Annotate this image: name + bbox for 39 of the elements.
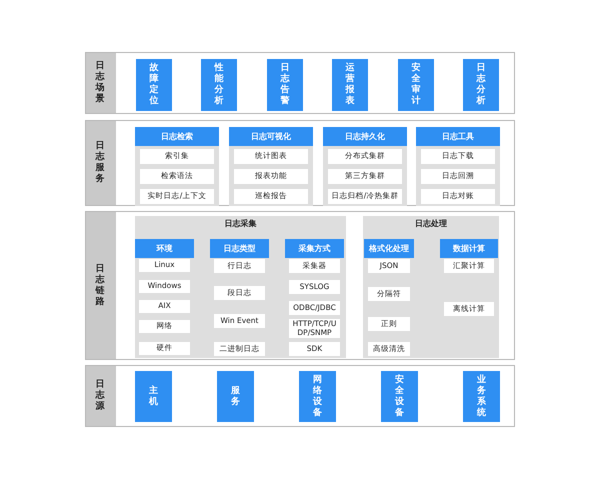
column-panel [416,127,500,206]
layer-label: 日志场景 [95,61,105,105]
layer-band [85,52,515,114]
column-header: 采集方式 [285,239,344,258]
column-panel [364,239,414,358]
scenario-box: 日志分析 [463,59,499,111]
column-panel [135,127,219,206]
column-panel [135,239,194,358]
column-header: 日志可视化 [229,127,313,146]
scenario-box: 安全设备 [381,371,418,422]
layer-label: 日志服务 [95,141,105,185]
layer-label: 日志源 [95,380,105,412]
scenario-box: 网络设备 [299,371,336,422]
column-header: 格式化处理 [364,239,414,258]
column-panel [229,127,313,206]
group-panel [363,216,499,358]
scenario-box: 主机 [135,371,172,422]
column-header: 日志类型 [210,239,269,258]
column-panel [285,239,344,358]
group-panel [135,216,346,358]
column-header: 环境 [135,239,194,258]
layer-band [85,120,515,206]
column-panel [323,127,407,206]
column-header: 数据计算 [440,239,498,258]
layer-band [85,365,515,427]
column-header: 日志持久化 [323,127,407,146]
scenario-box: 服务 [217,371,254,422]
group-title: 日志处理 [414,218,448,229]
column-header: 日志工具 [416,127,500,146]
scenario-box: 业务系统 [463,371,500,422]
scenario-box: 安全审计 [398,59,434,111]
scenario-box: 运营报表 [332,59,368,111]
column-header: 日志检索 [135,127,219,146]
layer-label: 日志链路 [95,264,105,308]
scenario-box: 故障定位 [136,59,172,111]
scenario-box: 性能分析 [201,59,237,111]
group-title: 日志采集 [224,218,258,229]
layer-band [85,211,515,360]
scenario-box: 日志告警 [267,59,303,111]
